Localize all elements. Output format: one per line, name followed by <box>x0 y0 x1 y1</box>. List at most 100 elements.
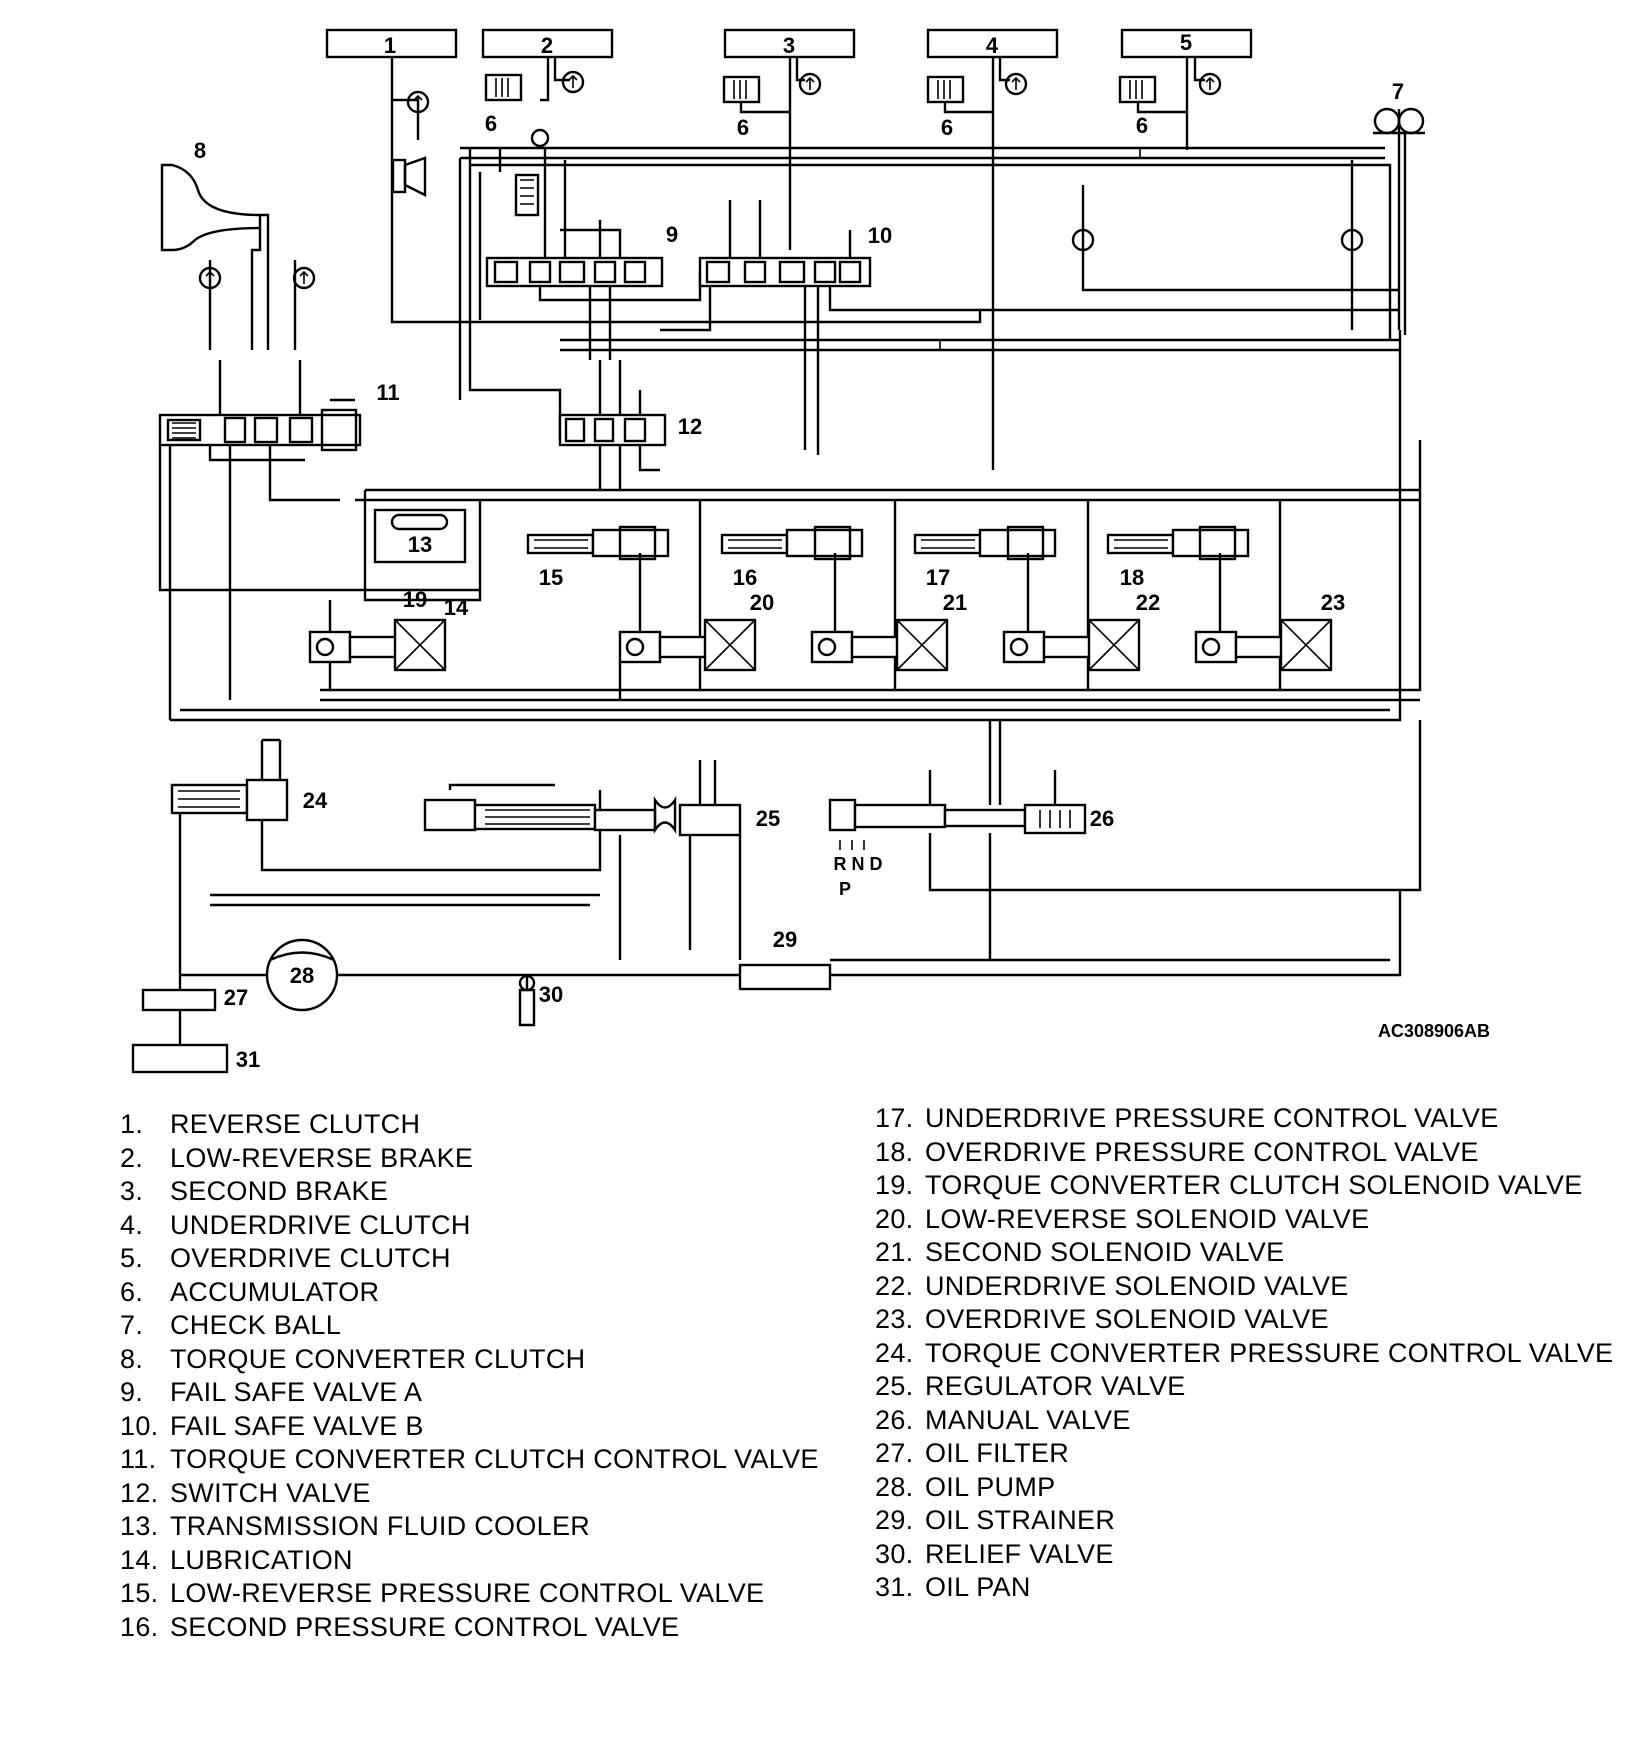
legend-item: 28. OIL PUMP <box>875 1471 1615 1505</box>
legend-item: 27. OIL FILTER <box>875 1437 1615 1471</box>
fail-safe-valve-a: 9 <box>485 148 702 360</box>
legend-item-number: 5. <box>120 1243 144 1273</box>
torque-converter-pressure-control-valve: 24 <box>170 738 602 1010</box>
callout-8: 8 <box>194 138 206 163</box>
legend-item-number: 26. <box>875 1404 914 1435</box>
legend-item-number: 24. <box>875 1337 914 1368</box>
legend-item: 12. SWITCH VALVE <box>120 1477 820 1511</box>
callout-24: 24 <box>303 788 328 813</box>
legend-item: 30. RELIEF VALVE <box>875 1538 1615 1572</box>
regulator-valve: 25 <box>423 760 780 960</box>
callout-6a: 6 <box>485 111 497 136</box>
legend-item: 29.OIL STRAINER <box>875 1504 1615 1538</box>
second-solenoid-valve: 21 <box>810 553 967 672</box>
legend-item-number: 12. <box>120 1477 159 1508</box>
legend-item-number: 18. <box>875 1136 914 1167</box>
legend-item-number: 3. <box>120 1176 144 1206</box>
second-pressure-control-valve: 16 <box>720 525 864 590</box>
torque-converter-clutch-solenoid-valve: 19 <box>308 587 447 690</box>
fail-safe-valve-b: 10 <box>660 200 1400 455</box>
legend-item-number: 31. <box>875 1572 914 1602</box>
legend-item-number: 7. <box>120 1310 144 1340</box>
legend-item-number: 15. <box>120 1578 159 1608</box>
overdrive-clutch: 5 6 <box>1118 28 1253 150</box>
legend-item-number: 11. <box>120 1444 157 1474</box>
legend-item-label: REGULATOR VALVE <box>925 1371 1186 1401</box>
legend-item-number: 30. <box>875 1538 914 1569</box>
callout-11: 11 <box>376 380 399 405</box>
callout-21: 21 <box>943 590 967 615</box>
callout-29: 29 <box>773 927 797 952</box>
legend-item-label: TRANSMISSION FLUID COOLER <box>170 1511 591 1541</box>
legend-item: 18.OVERDRIVE PRESSURE CONTROL VALVE <box>875 1136 1615 1170</box>
legend-item: 9.FAIL SAFE VALVE A <box>120 1376 820 1410</box>
callout-28: 28 <box>290 963 314 988</box>
legend-item-label: SECOND BRAKE <box>170 1176 389 1206</box>
legend-item-label: LUBRICATION <box>170 1544 353 1575</box>
legend-item-label: MANUAL VALVE <box>925 1404 1131 1435</box>
legend-item-label: RELIEF VALVE <box>925 1538 1114 1569</box>
legend-item-number: 9. <box>120 1377 144 1407</box>
manual-positions-rnd: R N D <box>834 854 883 874</box>
legend-item: 3. SECOND BRAKE <box>120 1175 820 1209</box>
callout-15: 15 <box>539 565 563 590</box>
callout-17: 17 <box>926 565 950 590</box>
legend-item: 8.TORQUE CONVERTER CLUTCH <box>120 1343 820 1377</box>
callout-23: 23 <box>1321 590 1345 615</box>
legend-item: 22. UNDERDRIVE SOLENOID VALVE <box>875 1270 1615 1304</box>
low-reverse-brake: 2 6 <box>481 28 614 148</box>
legend-item: 5.OVERDRIVE CLUTCH <box>120 1242 820 1276</box>
legend-item: 1.REVERSE CLUTCH <box>120 1108 820 1142</box>
legend-item-number: 14. <box>120 1544 159 1575</box>
legend-item-label: ACCUMULATOR <box>170 1276 380 1307</box>
legend-item: 24. TORQUE CONVERTER PRESSURE CONTROL VAL… <box>875 1337 1615 1371</box>
callout-6b: 6 <box>737 115 749 140</box>
callout-20: 20 <box>750 590 774 615</box>
callout-13: 13 <box>408 532 432 557</box>
hydraulic-circuit-diagram: 1 2 6 3 6 4 6 5 <box>131 28 1490 1074</box>
legend-item: 17.UNDERDRIVE PRESSURE CONTROL VALVE <box>875 1102 1615 1136</box>
legend-item-label: SECOND SOLENOID VALVE <box>925 1237 1285 1267</box>
legend-item-label: TORQUE CONVERTER CLUTCH CONTROL VALVE <box>170 1444 819 1474</box>
legend-item: 6. ACCUMULATOR <box>120 1276 820 1310</box>
callout-14: 14 <box>444 595 469 620</box>
legend-item-number: 28. <box>875 1471 914 1502</box>
figure-id: AC308906AB <box>1378 1021 1490 1041</box>
legend-item: 2.LOW-REVERSE BRAKE <box>120 1142 820 1176</box>
overdrive-pressure-control-valve: 18 <box>1106 525 1250 590</box>
legend-item-label: CHECK BALL <box>170 1310 342 1340</box>
legend-item: 21.SECOND SOLENOID VALVE <box>875 1236 1615 1270</box>
callout-1: 1 <box>384 33 396 58</box>
legend-item-label: OIL PUMP <box>925 1471 1056 1502</box>
legend-item-label: OIL PAN <box>925 1572 1031 1602</box>
legend-item: 19.TORQUE CONVERTER CLUTCH SOLENOID VALV… <box>875 1169 1615 1203</box>
legend-item-label: UNDERDRIVE SOLENOID VALVE <box>925 1270 1349 1301</box>
callout-10: 10 <box>868 223 892 248</box>
legend-item-number: 19. <box>875 1170 914 1200</box>
legend-item-label: FAIL SAFE VALVE B <box>170 1410 424 1441</box>
underdrive-solenoid-valve: 22 <box>1002 553 1160 672</box>
callout-25: 25 <box>756 806 780 831</box>
legend-item-label: OIL FILTER <box>925 1438 1070 1468</box>
legend-item-number: 27. <box>875 1438 914 1468</box>
legend-item-number: 6. <box>120 1276 144 1307</box>
legend-item-number: 1. <box>120 1109 144 1139</box>
legend-item: 4.UNDERDRIVE CLUTCH <box>120 1209 820 1243</box>
legend-item: 7. CHECK BALL <box>120 1309 820 1343</box>
legend-item: 20.LOW-REVERSE SOLENOID VALVE <box>875 1203 1615 1237</box>
legend-item: 11. TORQUE CONVERTER CLUTCH CONTROL VALVE <box>120 1443 820 1477</box>
legend-item-number: 23. <box>875 1304 914 1334</box>
underdrive-clutch: 4 6 <box>926 28 1059 470</box>
legend-item-number: 4. <box>120 1209 144 1240</box>
upper-lines <box>390 146 1400 440</box>
underdrive-pressure-control-valve: 17 <box>913 525 1057 590</box>
legend-item-label: TORQUE CONVERTER PRESSURE CONTROL VALVE <box>925 1337 1614 1368</box>
legend-item-number: 22. <box>875 1270 914 1301</box>
legend-item-label: LOW-REVERSE SOLENOID VALVE <box>925 1203 1370 1234</box>
legend-item-label: SWITCH VALVE <box>170 1477 371 1508</box>
legend-item-number: 10. <box>120 1410 159 1441</box>
legend-item: 23.OVERDRIVE SOLENOID VALVE <box>875 1303 1615 1337</box>
